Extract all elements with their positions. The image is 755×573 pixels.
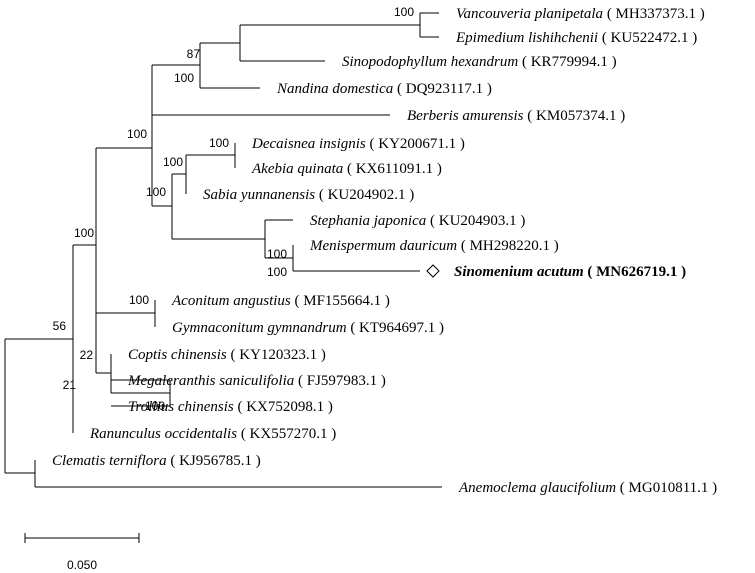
accession-number: ( KJ956785.1 ) <box>167 453 261 469</box>
bootstrap-value: 100 <box>267 265 287 279</box>
bootstrap-value: 100 <box>267 247 287 261</box>
species-name: Sinomenium acutum <box>454 264 584 280</box>
species-name: Epimedium lishihchenii <box>455 30 598 46</box>
taxon-label-sinomenium-acutum: Sinomenium acutum ( MN626719.1 ) <box>454 264 686 280</box>
bootstrap-value: 100 <box>209 136 229 150</box>
taxon-label-berberis-amurensis: Berberis amurensis ( KM057374.1 ) <box>407 108 625 124</box>
bootstrap-value: 21 <box>63 378 77 392</box>
diamond-marker-icon <box>426 264 440 278</box>
taxon-label-epimedium-lishihchenii: Epimedium lishihchenii ( KU522472.1 ) <box>455 30 697 46</box>
accession-number: ( KT964697.1 ) <box>347 320 445 336</box>
taxon-label-ranunculus-occidentalis: Ranunculus occidentalis ( KX557270.1 ) <box>89 426 336 442</box>
accession-number: ( KY120323.1 ) <box>227 347 326 363</box>
bootstrap-value: 100 <box>145 399 165 413</box>
accession-number: ( KX752098.1 ) <box>234 399 333 415</box>
species-name: Nandina domestica <box>276 81 393 97</box>
species-name: Clematis terniflora <box>52 453 167 469</box>
taxon-label-akebia-quinata: Akebia quinata ( KX611091.1 ) <box>251 161 442 177</box>
accession-number: ( KU204902.1 ) <box>315 187 414 203</box>
accession-number: ( MH298220.1 ) <box>457 238 559 254</box>
species-name: Trollius chinensis <box>128 399 234 415</box>
taxon-label-anemoclema-glaucifolium: Anemoclema glaucifolium ( MG010811.1 ) <box>458 480 717 496</box>
bootstrap-value: 100 <box>127 127 147 141</box>
taxon-label-stephania-japonica: Stephania japonica ( KU204903.1 ) <box>310 213 525 229</box>
accession-number: ( FJ597983.1 ) <box>294 373 386 389</box>
scale-bar-label: 0.050 <box>67 558 97 572</box>
accession-number: ( KX557270.1 ) <box>237 426 336 442</box>
bootstrap-values: 100 87 100 100 100 100 100 100 100 100 56 100 22 21 10… <box>53 5 415 413</box>
taxon-label-sinopodophyllum-hexandrum: Sinopodophyllum hexandrum ( KR779994.1 ) <box>342 54 617 70</box>
accession-number: ( DQ923117.1 ) <box>393 81 492 97</box>
taxon-label-gymnaconitum-gymnandrum: Gymnaconitum gymnandrum ( KT964697.1 ) <box>172 320 444 336</box>
species-name: Decaisnea insignis <box>251 136 366 152</box>
bootstrap-value: 100 <box>174 71 194 85</box>
taxon-label-nandina-domestica: Nandina domestica ( DQ923117.1 ) <box>276 81 492 97</box>
bootstrap-value: 100 <box>163 155 183 169</box>
bootstrap-value: 56 <box>53 319 67 333</box>
accession-number: ( MH337373.1 ) <box>603 6 705 22</box>
species-name: Stephania japonica <box>310 213 426 229</box>
accession-number: ( KR779994.1 ) <box>518 54 616 70</box>
species-name: Vancouveria planipetala <box>456 6 603 22</box>
accession-number: ( KY200671.1 ) <box>366 136 465 152</box>
scale-bar: 0.050 <box>24 533 140 572</box>
bootstrap-value: 100 <box>129 293 149 307</box>
taxon-label-coptis-chinensis: Coptis chinensis ( KY120323.1 ) <box>128 347 326 363</box>
accession-number: ( KX611091.1 ) <box>343 161 442 177</box>
species-name: Gymnaconitum gymnandrum <box>172 320 347 336</box>
species-name: Megaleranthis saniculifolia <box>127 373 294 389</box>
accession-number: ( KU522472.1 ) <box>598 30 697 46</box>
species-name: Coptis chinensis <box>128 347 227 363</box>
accession-number: ( MN626719.1 ) <box>584 264 686 280</box>
accession-number: ( MG010811.1 ) <box>616 480 717 496</box>
species-name: Ranunculus occidentalis <box>89 426 237 442</box>
species-name: Menispermum dauricum <box>309 238 457 254</box>
species-name: Akebia quinata <box>251 161 343 177</box>
taxon-label-vancouveria-planipetala: Vancouveria planipetala ( MH337373.1 ) <box>456 6 705 22</box>
species-name: Berberis amurensis <box>407 108 524 124</box>
taxon-label-sabia-yunnanensis: Sabia yunnanensis ( KU204902.1 ) <box>203 187 414 203</box>
taxon-label-decaisnea-insignis: Decaisnea insignis ( KY200671.1 ) <box>251 136 465 152</box>
bootstrap-value: 100 <box>394 5 414 19</box>
tree-branches <box>4 12 442 488</box>
bootstrap-value: 100 <box>74 226 94 240</box>
species-name: Sinopodophyllum hexandrum <box>342 54 518 70</box>
accession-number: ( KU204903.1 ) <box>426 213 525 229</box>
accession-number: ( KM057374.1 ) <box>524 108 626 124</box>
species-name: Aconitum angustius <box>171 293 291 309</box>
taxon-label-megaleranthis-saniculifolia: Megaleranthis saniculifolia ( FJ597983.1… <box>127 373 386 389</box>
bootstrap-value: 87 <box>187 47 201 61</box>
species-name: Anemoclema glaucifolium <box>458 480 616 496</box>
taxon-label-clematis-terniflora: Clematis terniflora ( KJ956785.1 ) <box>52 453 261 469</box>
species-name: Sabia yunnanensis <box>203 187 315 203</box>
taxon-label-aconitum-angustius: Aconitum angustius ( MF155664.1 ) <box>171 293 390 309</box>
bootstrap-value: 100 <box>146 185 166 199</box>
taxon-label-trollius-chinensis: Trollius chinensis ( KX752098.1 ) <box>128 399 333 415</box>
taxon-labels: Vancouveria planipetala ( MH337373.1 ) Ep… <box>52 6 717 496</box>
taxon-label-menispermum-dauricum: Menispermum dauricum ( MH298220.1 ) <box>309 238 559 254</box>
accession-number: ( MF155664.1 ) <box>291 293 390 309</box>
bootstrap-value: 22 <box>80 348 94 362</box>
